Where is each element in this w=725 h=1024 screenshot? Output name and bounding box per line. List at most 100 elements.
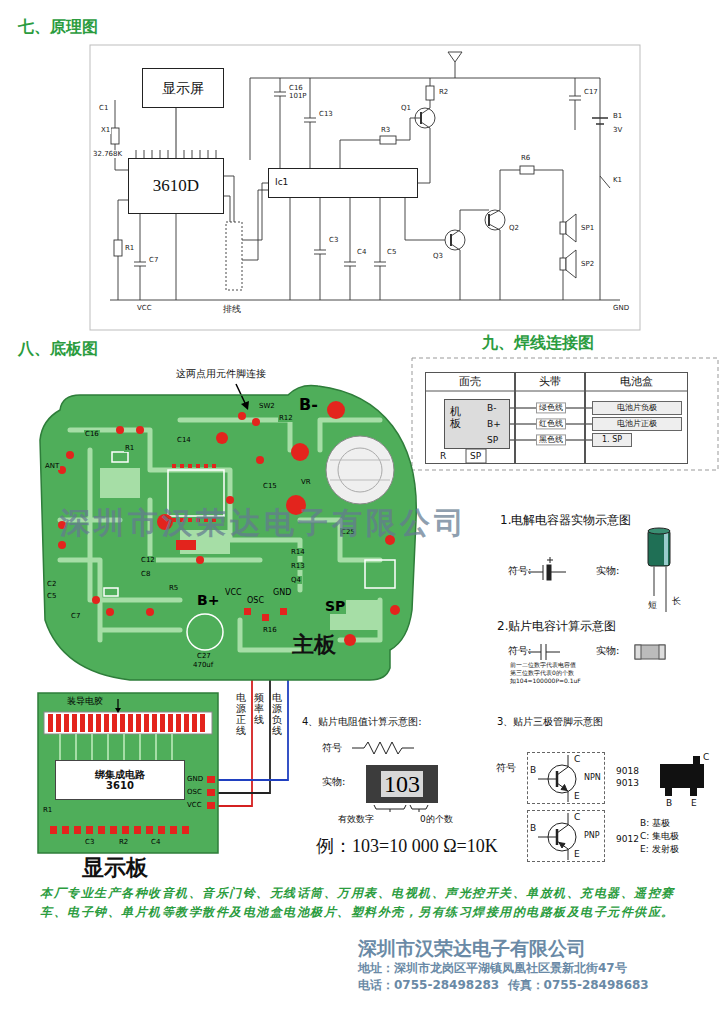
- annotation: 实物:: [596, 645, 619, 657]
- schematic-part: [520, 166, 534, 174]
- part-label: C7: [70, 612, 81, 620]
- annotation: 符号: [322, 742, 342, 754]
- node-text: 机板: [450, 406, 461, 430]
- node-text: 主板: [292, 632, 336, 657]
- node-subtext: B: [530, 823, 536, 833]
- display-board-detail: [112, 714, 117, 732]
- display-board-detail: [86, 826, 93, 834]
- part-label: R14: [290, 548, 306, 556]
- schematic-wire: [290, 198, 386, 300]
- schematic-part: [485, 210, 505, 230]
- transistor-symbol: [561, 785, 567, 791]
- node-subtext: B+: [487, 416, 501, 432]
- capacitor-figure: [528, 528, 670, 660]
- schematic-part: [560, 222, 566, 234]
- part-label: R1: [124, 244, 135, 252]
- solder-pad: [146, 608, 154, 616]
- display-board-detail: [158, 826, 165, 834]
- address-text: 电话：0755-28498283 传真：0755-28498683: [358, 979, 649, 993]
- display-board-detail: [64, 714, 69, 732]
- schematic-part: [415, 108, 435, 128]
- node-text: 103: [381, 771, 423, 797]
- wire-label: 频率线: [254, 692, 264, 725]
- solder-pad: [92, 596, 100, 604]
- solder-pad: [226, 496, 234, 504]
- solder-pad: [252, 418, 260, 426]
- display-board-detail: [96, 714, 101, 732]
- part-label: C14: [176, 436, 192, 444]
- figure-title: 3、贴片三极管脚示意图: [497, 716, 603, 728]
- pin-label: VCC: [224, 588, 243, 597]
- capacitor-figure: [635, 645, 665, 659]
- solder-pad: [196, 556, 204, 564]
- solder-pad: [344, 634, 356, 646]
- section-heading: 七、原理图: [18, 18, 98, 36]
- board-fill: [38, 693, 218, 853]
- display-board-detail: [80, 714, 85, 732]
- display-board-detail: [110, 826, 117, 834]
- node-text: 绑集成电路 3610: [88, 769, 152, 792]
- annotation: 装导电胶: [66, 696, 104, 706]
- part-label: R12: [278, 414, 294, 422]
- wire-connector: [218, 680, 270, 793]
- capacitor-figure: [648, 528, 670, 534]
- copper-area: [100, 468, 140, 498]
- lead-label: 短: [648, 600, 657, 610]
- solder-pad: [216, 432, 228, 444]
- pin-label: OSC: [246, 596, 265, 605]
- schematic-part: [566, 250, 576, 278]
- annotation: 0的个数: [420, 814, 453, 824]
- speaker: [338, 448, 382, 492]
- sot23-package: [693, 756, 700, 764]
- display-board-detail: [50, 826, 57, 834]
- display-board-detail: [134, 826, 141, 834]
- part-label: R3: [380, 126, 391, 134]
- node-text: 面壳: [459, 376, 481, 389]
- display-board-detail: [160, 714, 165, 732]
- pin-label: B-: [298, 396, 319, 414]
- annotation: 实物:: [322, 776, 345, 788]
- part-label: C27: [196, 652, 212, 660]
- part-label: R1: [42, 806, 53, 814]
- sot23-package: [660, 764, 704, 788]
- part-label: SP1: [580, 224, 595, 232]
- part-label: B1: [612, 112, 623, 120]
- part-label: R1: [124, 444, 135, 452]
- wiring-frame: [412, 358, 718, 470]
- transistor-symbol: [559, 843, 565, 849]
- wire-connector: [218, 680, 252, 806]
- part-label: R2: [438, 88, 449, 96]
- part-label: R5: [168, 584, 179, 592]
- solder-pad: [172, 464, 176, 468]
- display-board-detail: [168, 714, 173, 732]
- schematic-wire: [405, 170, 563, 300]
- schematic-wire: [274, 78, 316, 168]
- wire-connector: [176, 108, 177, 158]
- node-subtext: B-: [487, 400, 496, 416]
- part-label: C5: [46, 592, 57, 600]
- chip-resistor: 103: [366, 765, 438, 803]
- display-board-detail: [88, 714, 93, 732]
- pin-label: SP: [470, 451, 481, 461]
- schematic-part: [560, 258, 566, 270]
- pin-label: B+: [196, 592, 220, 608]
- display-board-detail: [146, 826, 153, 834]
- node-text: Ic1: [275, 177, 288, 187]
- pin-label: VCC: [136, 304, 153, 312]
- part-label: X1: [100, 126, 111, 134]
- solder-pad: [256, 456, 264, 464]
- display-board-detail: [207, 776, 215, 783]
- pin-label: OSC: [186, 788, 203, 796]
- resistor-figure: [352, 742, 414, 754]
- display-board-detail: [136, 714, 141, 732]
- part-label: 3V: [612, 126, 623, 134]
- display-board-detail: [98, 826, 105, 834]
- schematic-wire: [110, 62, 620, 300]
- figure-title: 1.电解电容器实物示意图: [500, 514, 631, 528]
- npn-symbol-box: CBENPN: [527, 752, 605, 804]
- pin-label: R: [440, 451, 446, 461]
- part-label: VR: [300, 478, 312, 486]
- node-subtext: E: [574, 791, 580, 801]
- display-board-detail: [128, 714, 133, 732]
